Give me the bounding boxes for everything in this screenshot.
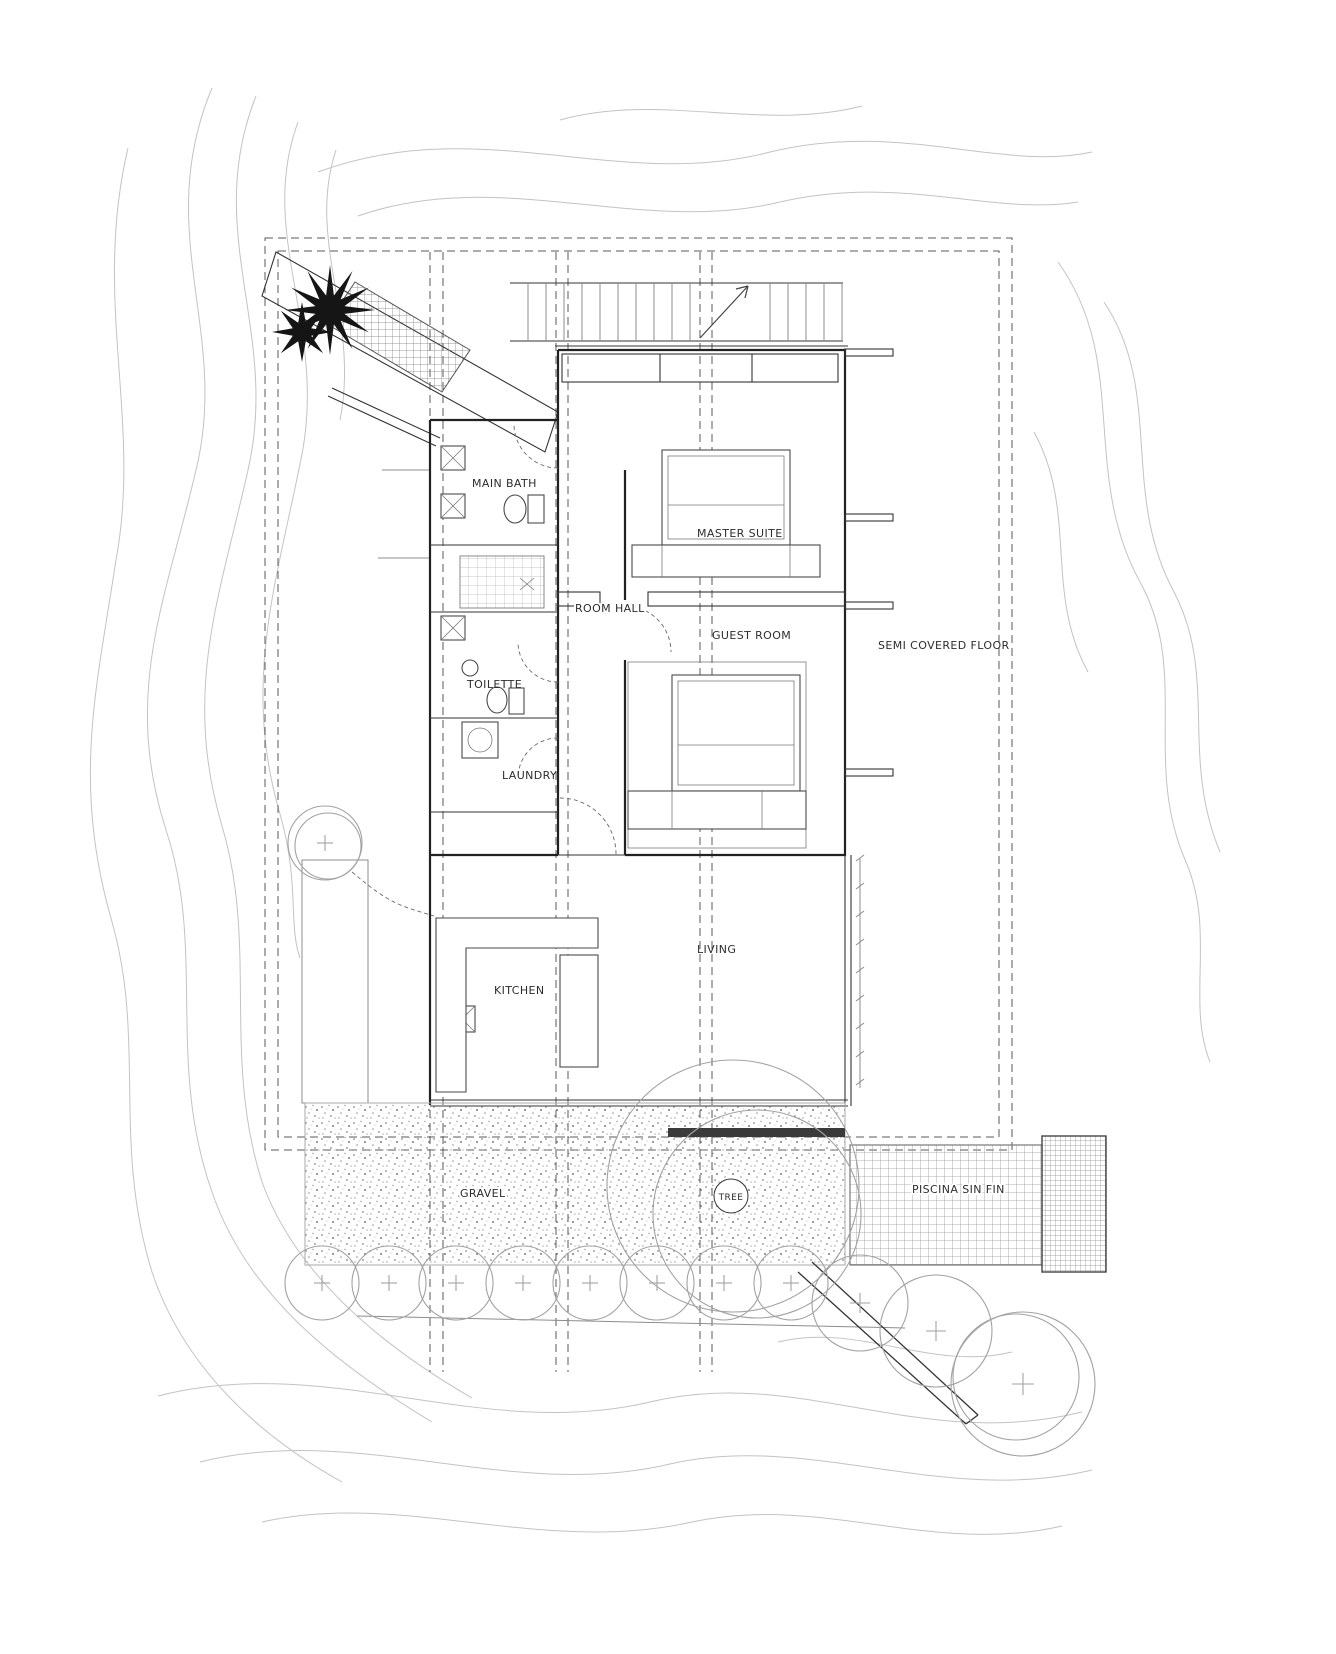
toilet-icon [503, 494, 545, 524]
entrance-tree-icon-2 [272, 302, 332, 362]
label-tree: TREE [718, 1193, 744, 1203]
washer-icon [461, 721, 499, 759]
fixtures [351, 423, 821, 1093]
entrance-walkway [261, 251, 559, 559]
label-living: LIVING [697, 943, 736, 956]
pool-infinity-edge [1041, 1135, 1107, 1273]
stair-treads [527, 283, 843, 341]
label-semi-covered-floor: SEMI COVERED FLOOR [878, 639, 1010, 652]
building-walls [428, 345, 894, 1107]
kitchen-island [559, 954, 599, 1068]
tree-row [284, 1245, 829, 1321]
kitchen-counter [435, 917, 599, 1093]
room-labels: MAIN BATH MASTER SUITE ROOM HALL GUEST R… [458, 477, 1010, 1214]
toilet-icon-2 [461, 659, 525, 715]
dimension-line [855, 854, 865, 1088]
pool [849, 1144, 1043, 1266]
terrace-walkway [668, 1128, 845, 1137]
shower-tiles [459, 555, 545, 609]
label-piscina-sin-fin: PISCINA SIN FIN [912, 1183, 1005, 1196]
door-swings [351, 423, 672, 917]
label-master-suite: MASTER SUITE [697, 527, 783, 540]
label-guest-room: GUEST ROOM [712, 629, 791, 642]
label-kitchen: KITCHEN [494, 984, 544, 997]
entrance-tree-icon [285, 265, 375, 355]
label-room-hall: ROOM HALL [575, 602, 645, 615]
stair-direction-arrow [699, 285, 749, 339]
exterior-stairs [510, 282, 843, 342]
side-deck [301, 859, 369, 1104]
contour-lines [89, 87, 1221, 1535]
label-gravel: GRAVEL [460, 1187, 506, 1200]
tree-callout-circle [713, 1178, 749, 1214]
label-laundry: LAUNDRY [502, 769, 557, 782]
label-toilette: TOILETTE [466, 678, 522, 691]
site-works [301, 859, 1107, 1425]
label-main-bath: MAIN BATH [472, 477, 537, 490]
gravel-area [304, 1102, 846, 1266]
master-bed [631, 449, 821, 578]
trees [284, 805, 1096, 1457]
access-ramp [797, 1261, 979, 1425]
guest-bed [627, 661, 807, 849]
